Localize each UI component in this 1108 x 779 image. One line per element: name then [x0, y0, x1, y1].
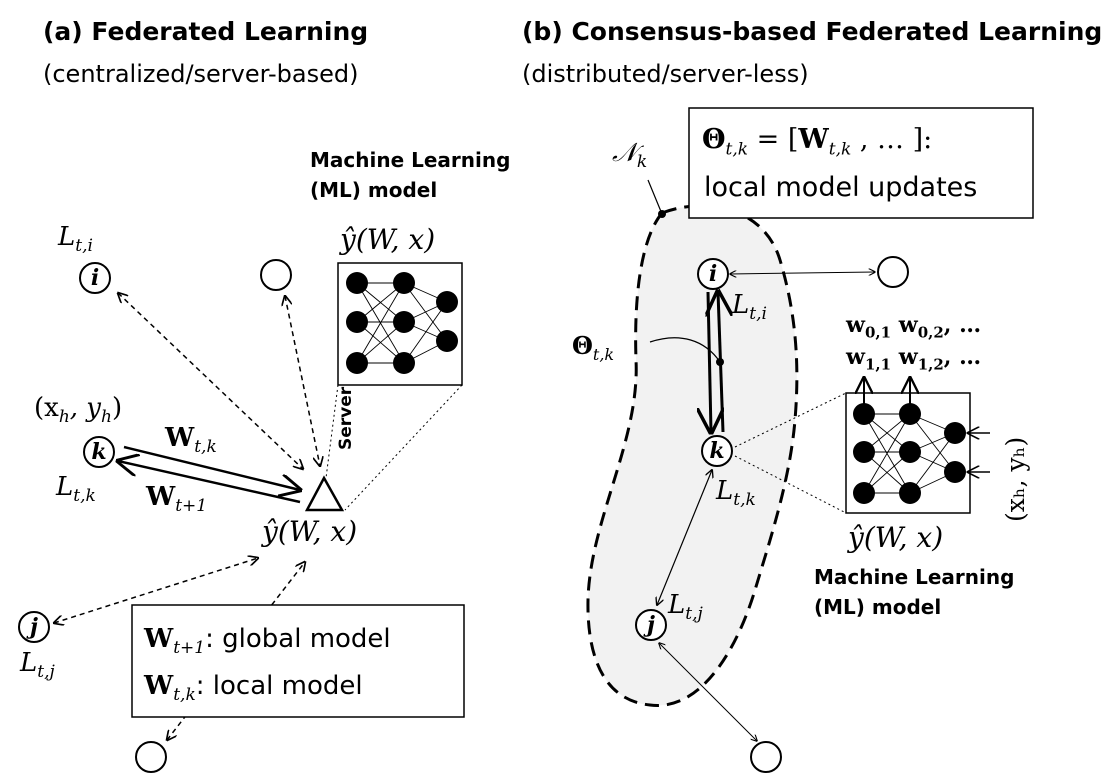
node-k-loss: Lt,k — [56, 472, 96, 507]
node-i-loss: Lt,i — [58, 222, 93, 257]
node-i-letter: i — [90, 265, 100, 291]
theta-label: Θt,k — [572, 331, 615, 364]
panel-b-subtitle: (distributed/server-less) — [522, 60, 809, 88]
node-k-loss-b: Lt,k — [716, 476, 756, 511]
node-i-letter-b: i — [708, 261, 718, 287]
weights-line-layer1: w1,1 w1,2, … — [846, 344, 982, 374]
panel-b-title: (b) Consensus-based Federated Learning — [522, 17, 1103, 46]
neighborhood-region — [586, 204, 799, 707]
arrow-local-update — [123, 445, 300, 490]
server-triangle — [304, 475, 345, 512]
server-model-fn: ŷ(W, x) — [262, 515, 358, 548]
node-k-letter: k — [91, 439, 107, 465]
weights-line-layer0: w0,1 w0,2, … — [846, 312, 982, 342]
dotted-link-model-server-2 — [344, 384, 463, 511]
dotted-link-k-model-2 — [734, 455, 847, 514]
arrow-global-label: Wt+1 — [146, 482, 208, 517]
node-i-circle — [79, 262, 111, 294]
model-fn-a: ŷ(W, x) — [340, 223, 436, 256]
dotted-link-k-model-1 — [734, 392, 847, 448]
node-k-letter-b: k — [709, 438, 725, 464]
update-box — [688, 107, 1034, 219]
dotted-link-model-server-1 — [325, 384, 339, 479]
link-j-outside — [659, 643, 757, 741]
node-k-circle — [83, 436, 115, 468]
legend-line-global: Wt+1: global model — [144, 624, 391, 659]
link-i-outside — [730, 272, 875, 274]
legend-box-a — [131, 604, 465, 718]
node-outside-bottom-circle — [750, 741, 782, 773]
node-i-loss-b: Lt,i — [732, 290, 767, 325]
node-j-loss: Lt,j — [20, 648, 55, 683]
ml-model-label-a-line1: Machine Learning — [310, 148, 511, 172]
node-j-loss-b: Lt,j — [668, 590, 703, 625]
neighborhood-label-leader — [647, 179, 663, 215]
node-unnamed-top-circle — [260, 259, 292, 291]
data-input-label-b: (xₕ, yₕ) — [1001, 436, 1030, 522]
neural-net-icon-b — [853, 403, 966, 504]
update-box-line2: local model updates — [704, 172, 978, 203]
server-label: Server — [336, 386, 356, 450]
node-j-letter: j — [30, 614, 38, 640]
node-k-circle-b — [701, 435, 733, 467]
ml-model-label-a-line2: (ML) model — [310, 178, 438, 202]
theta-leader — [649, 337, 721, 363]
legend-line-local: Wt,k: local model — [144, 671, 363, 706]
update-box-line1: Θt,k = [Wt,k , … ]: — [702, 124, 933, 160]
arrow-global-update — [118, 461, 301, 504]
ml-model-label-b-line1: Machine Learning — [814, 565, 1015, 589]
arrow-local-label: Wt,k — [165, 423, 217, 458]
node-j-letter-b: j — [647, 612, 655, 638]
ml-model-label-b-line2: (ML) model — [814, 595, 942, 619]
panel-b — [586, 107, 1034, 773]
node-unnamed-bottom-circle — [135, 741, 167, 773]
node-outside-top-circle — [877, 256, 909, 288]
dashed-link-i-server — [118, 293, 303, 469]
node-k-data: (xh, yh) — [34, 393, 123, 428]
dashed-link-top-server — [285, 296, 320, 466]
panel-a-subtitle: (centralized/server-based) — [43, 60, 359, 88]
node-j-circle-b — [635, 609, 667, 641]
model-fn-b: ŷ(W, x) — [848, 521, 944, 554]
panel-a — [18, 259, 465, 773]
neighborhood-label: 𝒩k — [612, 138, 648, 173]
node-j-circle — [18, 611, 50, 643]
neural-net-icon-a — [346, 272, 458, 374]
panel-a-title: (a) Federated Learning — [43, 17, 369, 46]
link-k-j — [657, 470, 712, 605]
